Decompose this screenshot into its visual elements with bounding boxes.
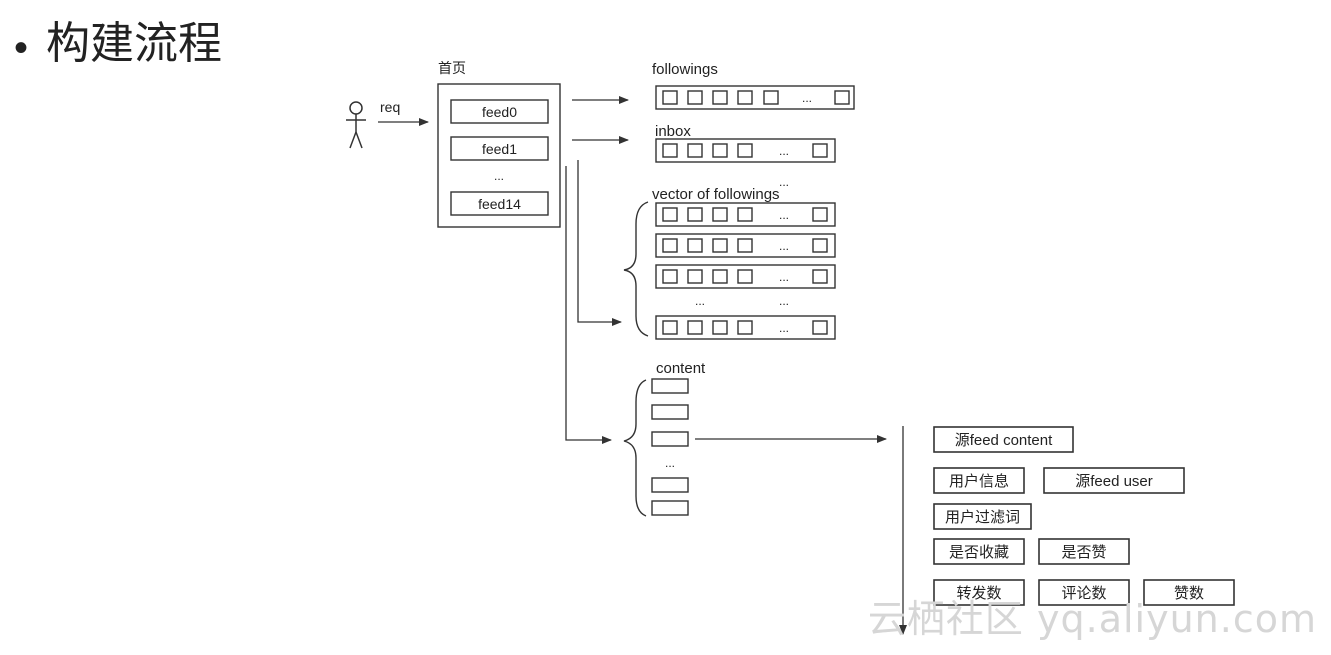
feed-box-1 — [450, 136, 549, 161]
svg-text:用户过滤词: 用户过滤词 — [945, 509, 1020, 526]
followings-cells — [662, 90, 850, 105]
vector-gap-ellipsis-left: ... — [695, 294, 705, 308]
vector-row-2 — [655, 233, 836, 258]
feed-box-0 — [450, 99, 549, 124]
content-items — [651, 378, 689, 516]
followings-label: followings — [652, 61, 718, 78]
detail-reposts: 转发数 — [933, 579, 1025, 606]
svg-text:源feed user: 源feed user — [1075, 473, 1153, 490]
content-ellipsis: ... — [665, 456, 675, 470]
vector-row-1-ellipsis: ... — [779, 208, 789, 222]
inbox-ellipsis: ... — [779, 144, 789, 158]
inbox-vertical-ellipsis: ... — [779, 175, 789, 189]
detail-source-user: 源feed user — [1043, 467, 1185, 494]
watermark: 云栖社区 yq.aliyun.com — [867, 597, 1317, 641]
feeds-ellipsis: ... — [494, 169, 504, 183]
content-label: content — [656, 360, 706, 377]
detail-likes: 赞数 — [1143, 579, 1235, 606]
arrow-to-content — [565, 166, 612, 444]
vector-gap-ellipsis-right: ... — [779, 294, 789, 308]
detail-comments: 评论数 — [1038, 579, 1130, 606]
feed-label-14: feed14 — [478, 196, 521, 212]
followings-ellipsis: ... — [802, 91, 812, 105]
vector-row-last-ellipsis: ... — [779, 321, 789, 335]
svg-text:是否赞: 是否赞 — [1061, 544, 1106, 561]
vector-row-last — [655, 315, 836, 340]
detail-source-content: 源feed content — [933, 426, 1074, 453]
inbox-cells — [662, 143, 828, 158]
svg-text:赞数: 赞数 — [1174, 585, 1204, 602]
req-label: req — [380, 99, 400, 115]
detail-user-filter: 用户过滤词 — [933, 503, 1032, 530]
detail-is-liked: 是否赞 — [1038, 538, 1130, 565]
feed-label-1: feed1 — [482, 141, 517, 157]
user-icon — [346, 101, 366, 149]
vector-row-3 — [655, 264, 836, 289]
slide-title: 构建流程 — [46, 18, 222, 69]
vector-row-3-ellipsis: ... — [779, 270, 789, 284]
arrow-to-vector — [577, 160, 622, 326]
detail-is-favorited: 是否收藏 — [933, 538, 1025, 565]
title-bullet: • — [14, 26, 29, 70]
svg-text:源feed content: 源feed content — [955, 432, 1053, 449]
detail-user-info: 用户信息 — [933, 467, 1025, 494]
vector-row-2-ellipsis: ... — [779, 239, 789, 253]
vector-row-1 — [655, 202, 836, 227]
vector-label: vector of followings — [652, 186, 780, 203]
followings-list — [655, 85, 855, 110]
svg-text:评论数: 评论数 — [1061, 585, 1106, 602]
svg-text:用户信息: 用户信息 — [949, 473, 1009, 490]
feed-label-0: feed0 — [482, 104, 517, 120]
feed-box-14 — [450, 191, 549, 216]
inbox-label: inbox — [655, 123, 691, 140]
svg-text:是否收藏: 是否收藏 — [949, 544, 1009, 561]
homepage-label: 首页 — [438, 60, 466, 76]
svg-text:转发数: 转发数 — [956, 585, 1001, 602]
vector-brace — [623, 201, 649, 337]
content-brace — [623, 379, 647, 517]
